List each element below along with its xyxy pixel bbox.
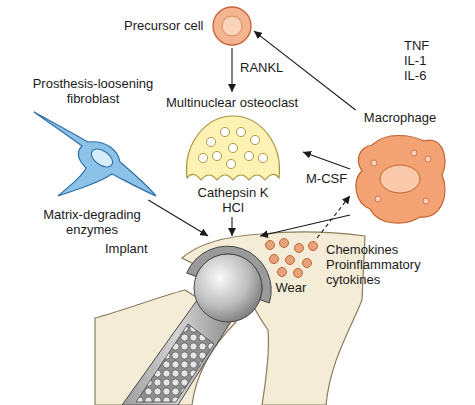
cell-nucleus <box>250 135 259 144</box>
wear-particle <box>295 244 304 253</box>
precursor-cell: Precursor cell <box>124 4 254 48</box>
vesicle <box>371 160 377 166</box>
cell-nucleus <box>380 165 420 193</box>
cell-nucleus <box>206 137 215 146</box>
cell-nucleus <box>212 151 221 160</box>
cell-nucleus <box>222 16 242 36</box>
part-label: Wear <box>262 280 320 295</box>
macrophage-cell: Macrophage <box>350 110 450 228</box>
cell-nucleus <box>244 151 253 160</box>
wear-particle <box>266 241 275 250</box>
signal-arrow <box>148 200 208 236</box>
wear-particles: Wear <box>262 238 320 298</box>
fibroblast-body <box>26 108 160 200</box>
macrophage-body <box>350 129 450 227</box>
edge-label: M-CSF <box>306 171 347 186</box>
cell-membrane <box>34 112 156 196</box>
cell-body <box>210 4 254 48</box>
edge-label: RANKL <box>240 60 283 75</box>
cell-nucleus <box>220 127 229 136</box>
vesicle <box>411 150 417 156</box>
wear-particle <box>286 256 295 265</box>
wear-particle <box>270 255 279 264</box>
edge-label: Chemokines Proinflammatory cytokines <box>326 242 428 287</box>
cell-label: Multinuclear osteoclast <box>166 95 298 110</box>
cell-label: Prosthesis-loosening fibroblast <box>26 76 160 106</box>
vesicle <box>425 156 431 162</box>
wear-particle <box>280 239 289 248</box>
porous-coating <box>136 324 214 402</box>
wear-particle <box>278 268 287 277</box>
fibroblast-cell: Prosthesis-loosening fibroblast <box>26 76 160 200</box>
femoral-head <box>194 254 262 322</box>
cell-nucleus <box>258 153 267 162</box>
wear-particle <box>309 242 318 251</box>
particle-cluster <box>262 238 320 278</box>
wear-particle <box>294 269 303 278</box>
edge-label: TNF IL-1 IL-6 <box>404 38 438 83</box>
cell-nucleus <box>228 143 237 152</box>
enzyme-label: Cathepsin K HCl <box>188 185 278 215</box>
cell-nucleus <box>88 145 116 170</box>
dashed-arrow <box>317 196 350 238</box>
vesicle <box>423 198 429 204</box>
cell-membrane <box>213 7 251 45</box>
signal-arrow <box>231 48 232 92</box>
signal-arrow <box>260 215 350 236</box>
cell-nucleus <box>236 127 245 136</box>
signal-arrow <box>303 152 350 169</box>
hip-implant: Implant <box>95 236 365 405</box>
osteoclast-body <box>181 112 285 184</box>
signal-arrow <box>231 217 232 236</box>
vesicle <box>375 196 381 202</box>
cell-label: Macrophage <box>350 110 450 125</box>
cell-membrane <box>187 116 280 180</box>
part-label: Implant <box>105 241 148 256</box>
cell-nucleus <box>226 159 235 168</box>
osteoclast-cell: Multinuclear osteoclastCathepsin K HCl <box>162 92 303 217</box>
cell-membrane <box>356 136 445 224</box>
edge-label: Matrix-degrading enzymes <box>36 207 148 237</box>
cell-nucleus <box>198 153 207 162</box>
wear-particle <box>303 259 312 268</box>
cell-label: Precursor cell <box>124 18 203 33</box>
